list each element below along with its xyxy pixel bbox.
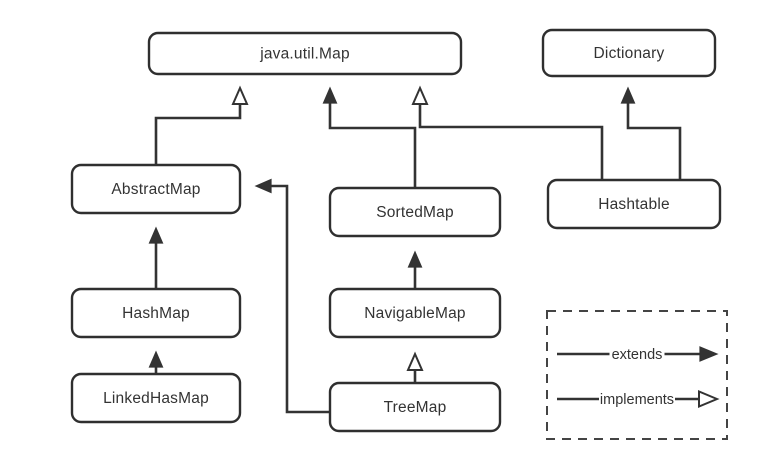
class-node-map[interactable]: java.util.Map — [147, 31, 463, 76]
legend-layer: extends implements — [546, 310, 728, 440]
arrowhead-filled-icon — [407, 250, 423, 268]
class-node-abstractmap[interactable]: AbstractMap — [70, 163, 242, 215]
class-node-hashtable[interactable]: Hashtable — [546, 178, 722, 230]
arrowhead-filled-icon — [254, 178, 272, 194]
arrowhead-filled-icon — [148, 350, 164, 368]
edge-abstractmap-implements-map — [154, 85, 249, 165]
arrowhead-hollow-icon — [411, 85, 429, 105]
edge-line — [270, 184, 330, 414]
edges-layer — [148, 85, 682, 414]
class-node-label: SortedMap — [376, 204, 454, 221]
edge-treemap-implements-navigablemap — [406, 351, 424, 383]
legend-item-implements: implements — [557, 390, 720, 408]
class-node-box — [328, 287, 502, 339]
class-node-navigablemap[interactable]: NavigableMap — [328, 287, 502, 339]
edge-line — [418, 103, 604, 180]
arrowhead-hollow-icon — [698, 390, 720, 408]
class-node-label: java.util.Map — [259, 46, 350, 63]
arrowhead-filled-icon — [699, 346, 719, 362]
arrowhead-hollow-icon — [231, 85, 249, 105]
class-node-label: HashMap — [122, 305, 190, 322]
legend-label: implements — [600, 392, 674, 408]
edge-treemap-extends-abstractmap — [254, 178, 330, 414]
legend-frame — [546, 310, 728, 440]
edge-navigablemap-extends-sortedmap — [407, 250, 423, 289]
edge-hashtable-implements-map — [411, 85, 604, 180]
class-node-label: NavigableMap — [364, 305, 466, 322]
class-node-hashmap[interactable]: HashMap — [70, 287, 242, 339]
class-node-box — [328, 186, 502, 238]
class-node-treemap[interactable]: TreeMap — [328, 381, 502, 433]
class-node-label: LinkedHasMap — [103, 390, 209, 407]
edge-line — [328, 102, 417, 188]
class-node-box — [70, 287, 242, 339]
edge-hashmap-extends-abstractmap — [148, 226, 164, 289]
edge-linkedhasmap-extends-hashmap — [148, 350, 164, 374]
legend-label: extends — [612, 347, 663, 363]
arrowhead-filled-icon — [322, 86, 338, 104]
class-node-label: AbstractMap — [111, 181, 200, 198]
class-node-box — [70, 372, 242, 424]
class-node-box — [541, 28, 717, 78]
arrowhead-filled-icon — [148, 226, 164, 244]
arrowhead-filled-icon — [620, 86, 636, 104]
class-node-linkedhasmap[interactable]: LinkedHasMap — [70, 372, 242, 424]
arrowhead-hollow-icon — [406, 351, 424, 371]
class-node-sortedmap[interactable]: SortedMap — [328, 186, 502, 238]
class-node-label: Hashtable — [598, 196, 670, 213]
class-node-box — [546, 178, 722, 230]
nodes-layer: java.util.Map DictionaryAbstractMapSorted… — [70, 28, 722, 433]
edge-line — [154, 103, 242, 165]
class-node-label: TreeMap — [384, 399, 447, 416]
class-node-box — [328, 381, 502, 433]
edge-sortedmap-extends-map — [322, 86, 417, 188]
legend-item-extends: extends — [557, 346, 719, 363]
edge-hashtable-extends-dictionary — [620, 86, 682, 180]
class-node-box — [147, 31, 463, 76]
class-node-dictionary[interactable]: Dictionary — [541, 28, 717, 78]
edge-line — [626, 102, 682, 180]
class-node-label: Dictionary — [594, 45, 665, 62]
class-node-box — [70, 163, 242, 215]
